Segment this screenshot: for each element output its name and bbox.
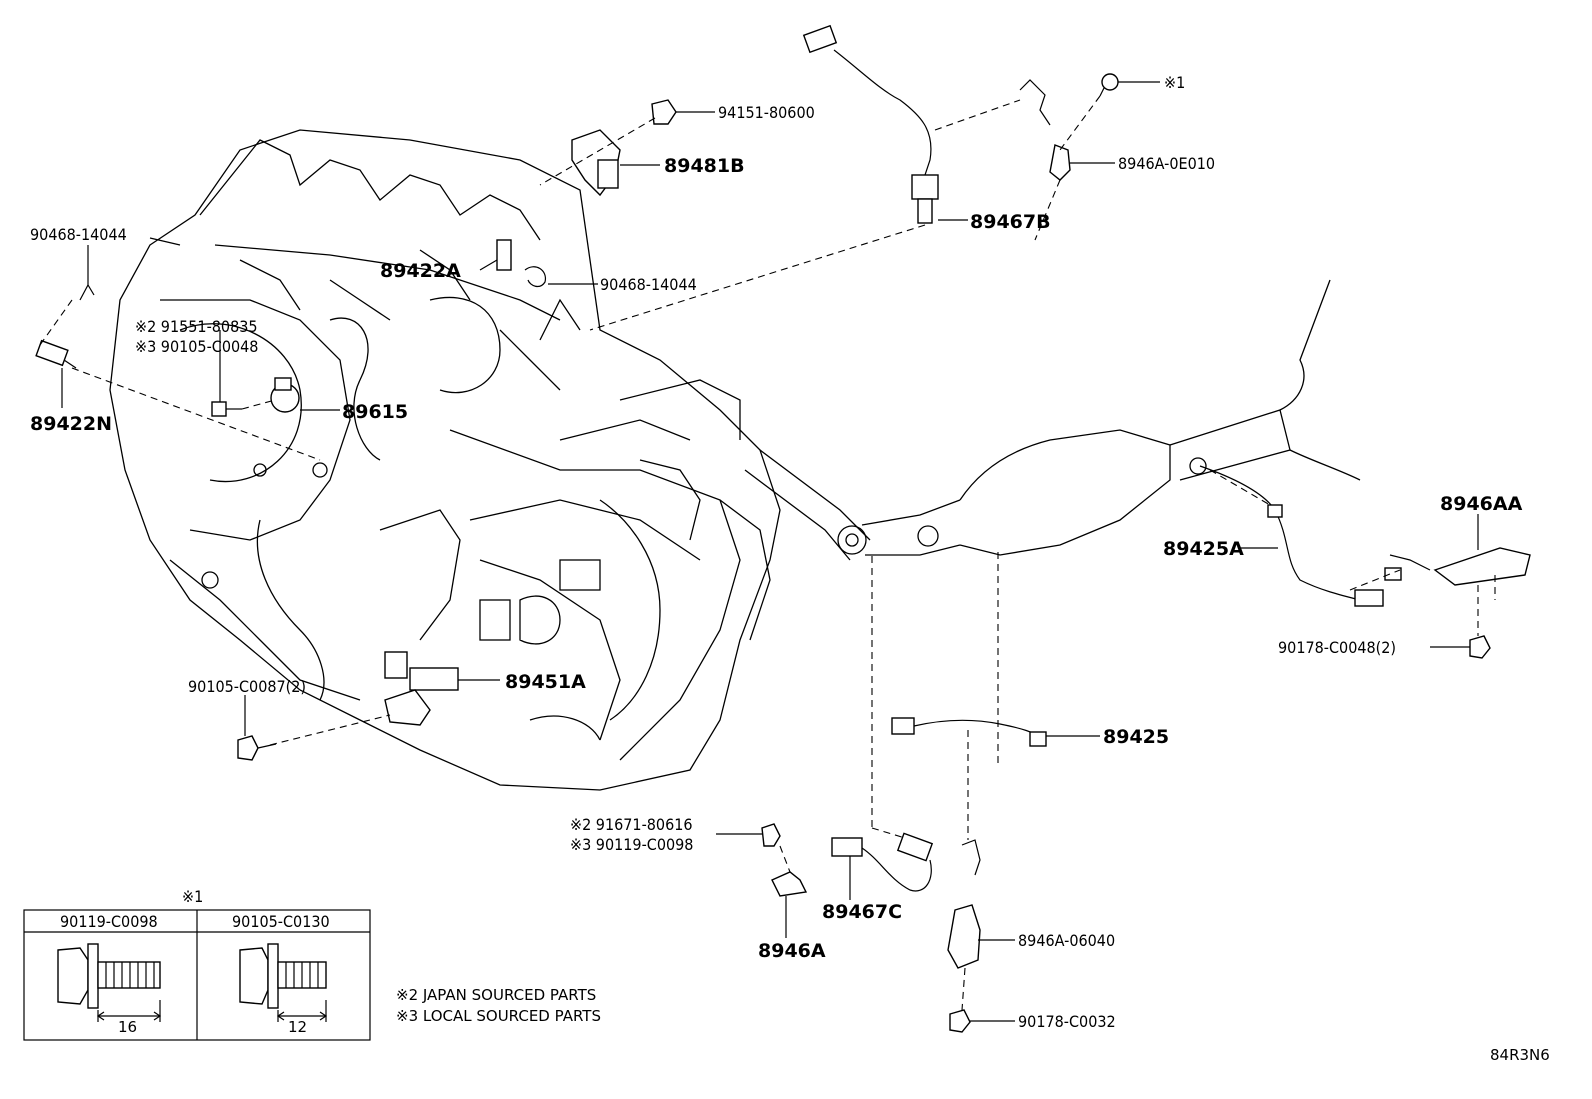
label-89425A: 89425A [1163,538,1244,560]
sensor-89422A [496,239,512,271]
bolt-ref1-top [1099,73,1119,97]
sensor-89425A [1199,465,1384,607]
label-91671-80616: ※2 91671-80616 [570,815,693,834]
bolt-90105-C0087 [237,735,277,761]
note-japan-sourced: ※2 JAPAN SOURCED PARTS [396,986,596,1004]
label-89467B: 89467B [970,211,1051,233]
bolt-table-col1-header: 90119-C0098 [60,912,158,931]
sensor-89425 [891,717,1047,747]
label-90105-C0087: 90105-C0087(2) [188,677,306,696]
diagram-code: 84R3N6 [1490,1046,1550,1064]
label-ref1-top: ※1 [1164,73,1185,92]
bracket-8946AA [1384,547,1531,586]
label-89422N: 89422N [30,413,112,435]
label-90468-14044-top: 90468-14044 [30,225,127,244]
label-89451A: 89451A [505,671,586,693]
label-89481B: 89481B [664,155,745,177]
sensor-89615 [270,377,300,413]
label-89467C: 89467C [822,901,902,923]
sensor-89481B [571,129,621,197]
sensor-89467C [831,832,934,892]
label-89422A: 89422A [380,260,461,282]
bolt-91551-80835 [211,401,242,417]
bolt-90119-C0098-drawing [57,943,162,1022]
bolt-table-col2-length: 12 [288,1018,307,1036]
clip-90468-14044-top [79,283,95,301]
dashed-alignment-lines [39,95,1496,1011]
label-90119-C0098: ※3 90119-C0098 [570,835,693,854]
bracket-8946A-0E010 [1019,79,1071,181]
bolt-table-col1-length: 16 [118,1018,137,1036]
label-94151-80600: 94151-80600 [718,103,815,122]
engine-assembly-illustration [109,129,781,791]
label-90178-C0048: 90178-C0048(2) [1278,638,1396,657]
nut-91671-80616 [761,823,781,847]
label-89615: 89615 [342,401,408,423]
label-8946A-06040: 8946A-06040 [1018,931,1115,950]
note-local-sourced: ※3 LOCAL SOURCED PARTS [396,1007,601,1025]
label-90468-14044-mid: 90468-14044 [600,275,697,294]
bolt-table-col2-header: 90105-C0130 [232,912,330,931]
clip-90468-14044-mid [524,266,547,288]
nut-90178-C0048 [1469,635,1491,659]
nut-90178-C0032 [949,1009,971,1033]
bolt-90105-C0130-drawing [239,943,328,1022]
nut-94151-80600 [651,99,677,125]
label-8946AA: 8946AA [1440,493,1523,515]
label-8946A-0E010: 8946A-0E010 [1118,154,1215,173]
label-90105-C0048: ※3 90105-C0048 [135,337,258,356]
bracket-8946A [771,871,808,897]
label-8946A: 8946A [758,940,826,962]
sensor-89422N [35,339,77,369]
sensor-89451A [384,651,459,726]
label-89425: 89425 [1103,726,1169,748]
bracket-8946A-06040 [947,839,981,969]
bolt-table-ref: ※1 [182,887,203,906]
bolt-reference-table: ※1 90119-C0098 90105-C0130 16 [23,887,371,1041]
exhaust-pipe-illustration [744,279,1361,561]
part-labels: 94151-80600 89481B 90468-14044 89422A 90… [30,73,1523,1031]
leader-lines [61,81,1479,1022]
label-90178-C0032: 90178-C0032 [1018,1012,1116,1031]
label-91551-80835: ※2 91551-80835 [135,317,258,336]
sensor-89467B [802,24,939,224]
